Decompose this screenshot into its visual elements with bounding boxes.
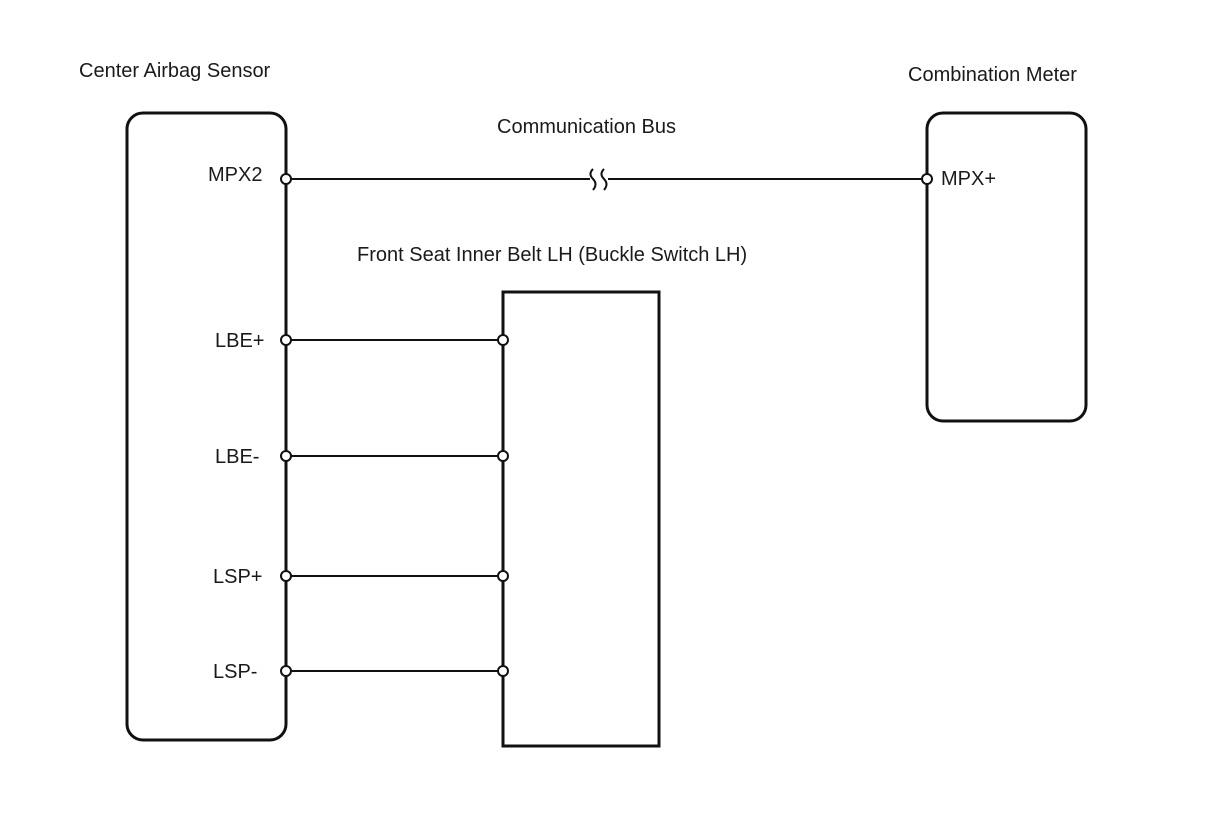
buckle-switch-title: Front Seat Inner Belt LH (Buckle Switch … <box>357 244 748 266</box>
pin-label-mpx-plus: MPX+ <box>941 168 997 190</box>
terminal-lbe-plus-sensor <box>280 334 292 346</box>
bus-label: Communication Bus <box>497 116 676 138</box>
terminal-mpx2 <box>280 173 292 185</box>
bus-break-symbol-2 <box>600 168 608 191</box>
terminal-lbe-plus-switch <box>497 334 509 346</box>
terminal-lsp-plus-switch <box>497 570 509 582</box>
pin-label-lbe-plus: LBE+ <box>215 330 265 352</box>
terminal-lbe-minus-switch <box>497 450 509 462</box>
terminal-lbe-minus-sensor <box>280 450 292 462</box>
combination-meter-title: Combination Meter <box>908 64 1077 86</box>
airbag-sensor-box <box>125 111 288 742</box>
terminal-lsp-minus-sensor <box>280 665 292 677</box>
pin-label-mpx2: MPX2 <box>208 164 263 186</box>
buckle-switch-box <box>501 290 661 748</box>
combination-meter-box <box>925 111 1088 423</box>
terminal-lsp-minus-switch <box>497 665 509 677</box>
pin-label-lsp-minus: LSP- <box>213 661 258 683</box>
pin-label-lsp-plus: LSP+ <box>213 566 263 588</box>
pin-label-lbe-minus: LBE- <box>215 446 260 468</box>
terminal-lsp-plus-sensor <box>280 570 292 582</box>
airbag-sensor-title: Center Airbag Sensor <box>79 60 271 82</box>
terminal-mpx-plus <box>921 173 933 185</box>
bus-break-symbol <box>589 168 597 191</box>
